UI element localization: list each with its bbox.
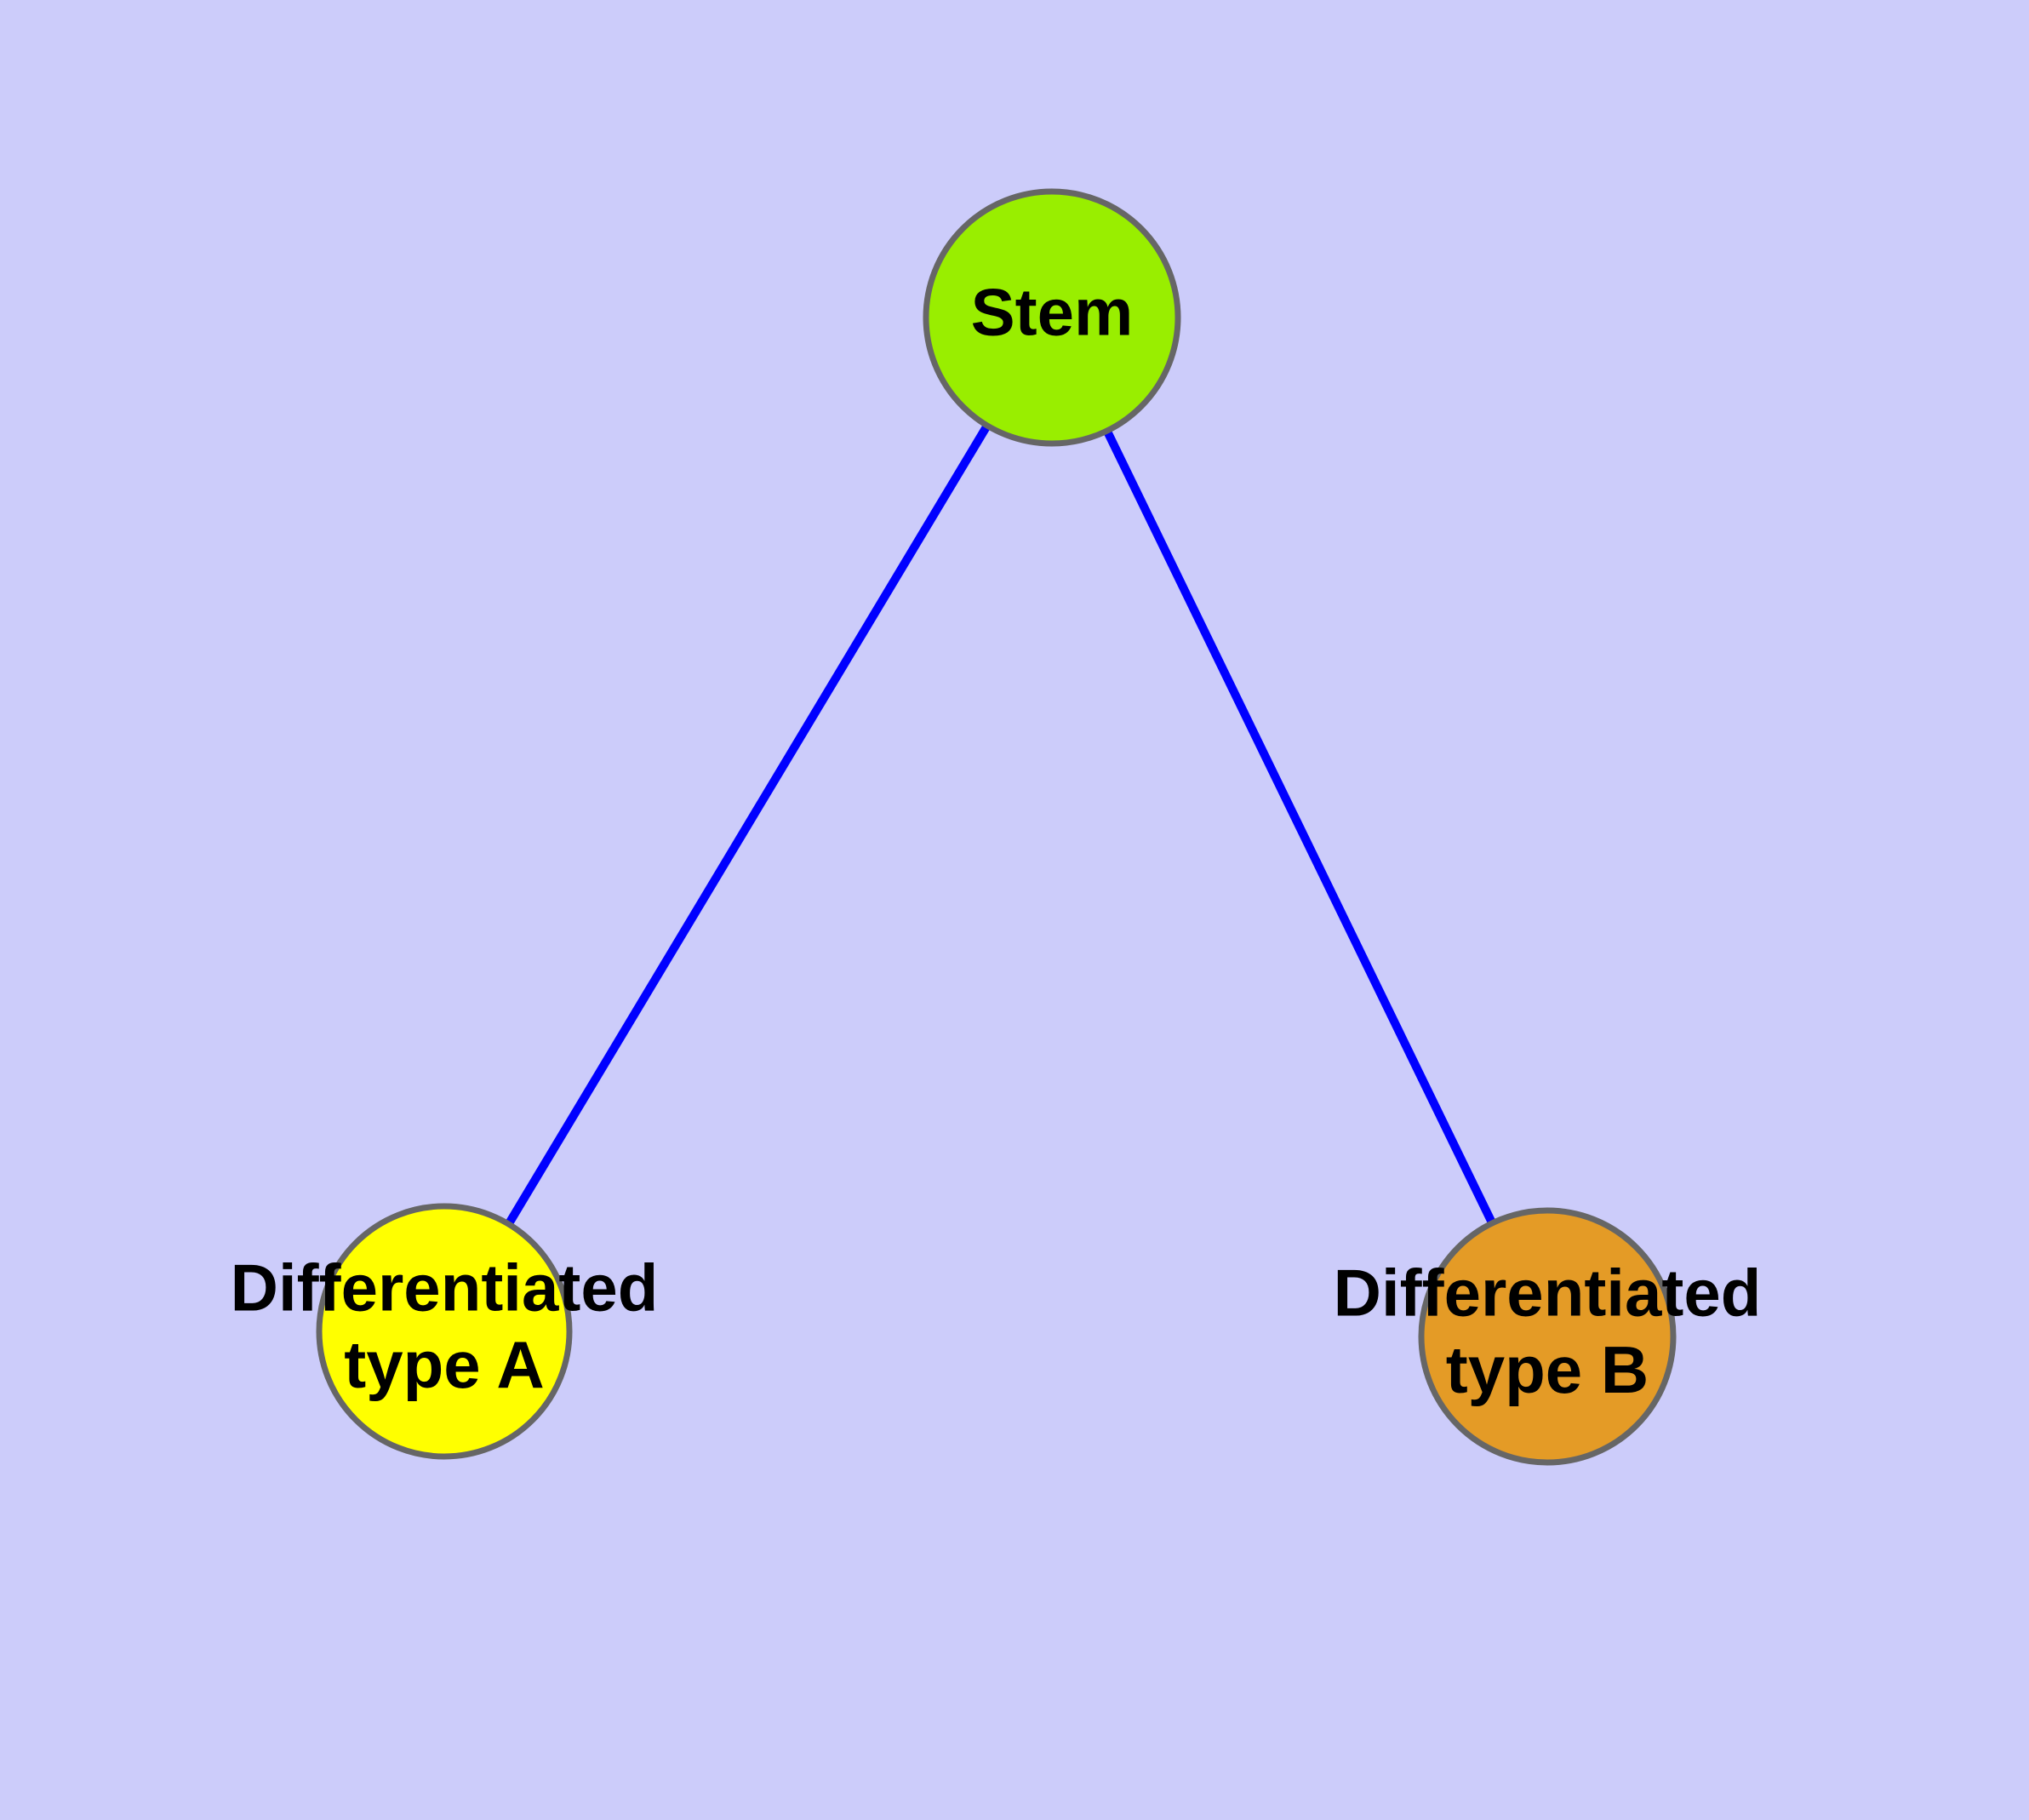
node-label-diff-b: type B	[1446, 1332, 1649, 1407]
edges-layer	[504, 421, 1497, 1228]
node-circle-diff-a[interactable]	[316, 1203, 573, 1460]
graph-node-stem[interactable]: Stem	[923, 188, 1181, 447]
node-circle-stem[interactable]	[923, 188, 1181, 447]
node-label-stem: Stem	[971, 275, 1134, 350]
graph-edge[interactable]	[504, 421, 992, 1228]
node-label-diff-a: type A	[344, 1327, 545, 1402]
node-circle-diff-b[interactable]	[1418, 1207, 1677, 1466]
node-label-diff-a: Differentiated	[231, 1250, 659, 1325]
node-label-diff-b: Differentiated	[1334, 1255, 1762, 1330]
graph-edge[interactable]	[1102, 427, 1497, 1227]
